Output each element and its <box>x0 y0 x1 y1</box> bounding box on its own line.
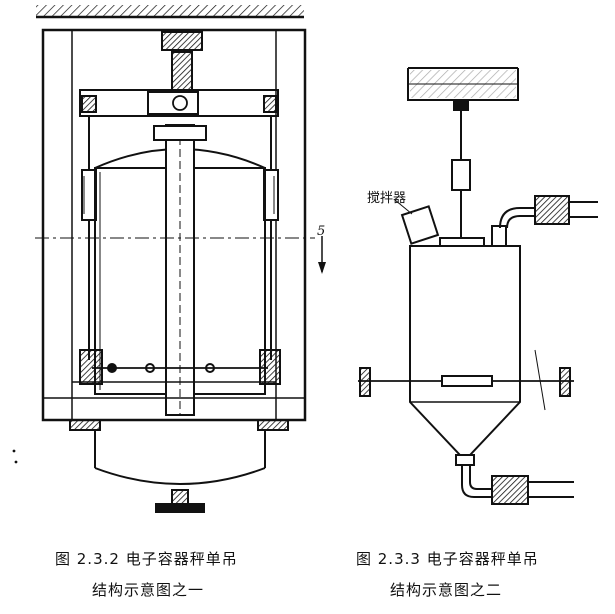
outer-frame <box>41 28 307 422</box>
vessel-bottom-dome <box>94 467 266 485</box>
cross-beam <box>79 89 279 117</box>
right-caption-line1: 图 2.3.3 电子容器秤单吊 <box>356 550 539 568</box>
stirrer-motor <box>400 205 440 245</box>
section-mark-label: 5 <box>317 224 326 239</box>
stirrer-label: 搅拌器 <box>367 191 407 206</box>
ceiling-hatch <box>36 5 304 16</box>
left-scale-diagram <box>12 5 326 513</box>
load-cell <box>451 159 471 191</box>
tank-body <box>409 245 521 456</box>
right-caption-line2: 结构示意图之二 <box>390 581 503 599</box>
right-scale-diagram <box>358 67 598 505</box>
left-caption-line2: 结构示意图之一 <box>92 581 205 599</box>
left-caption-line1: 图 2.3.2 电子容器秤单吊 <box>55 550 238 568</box>
